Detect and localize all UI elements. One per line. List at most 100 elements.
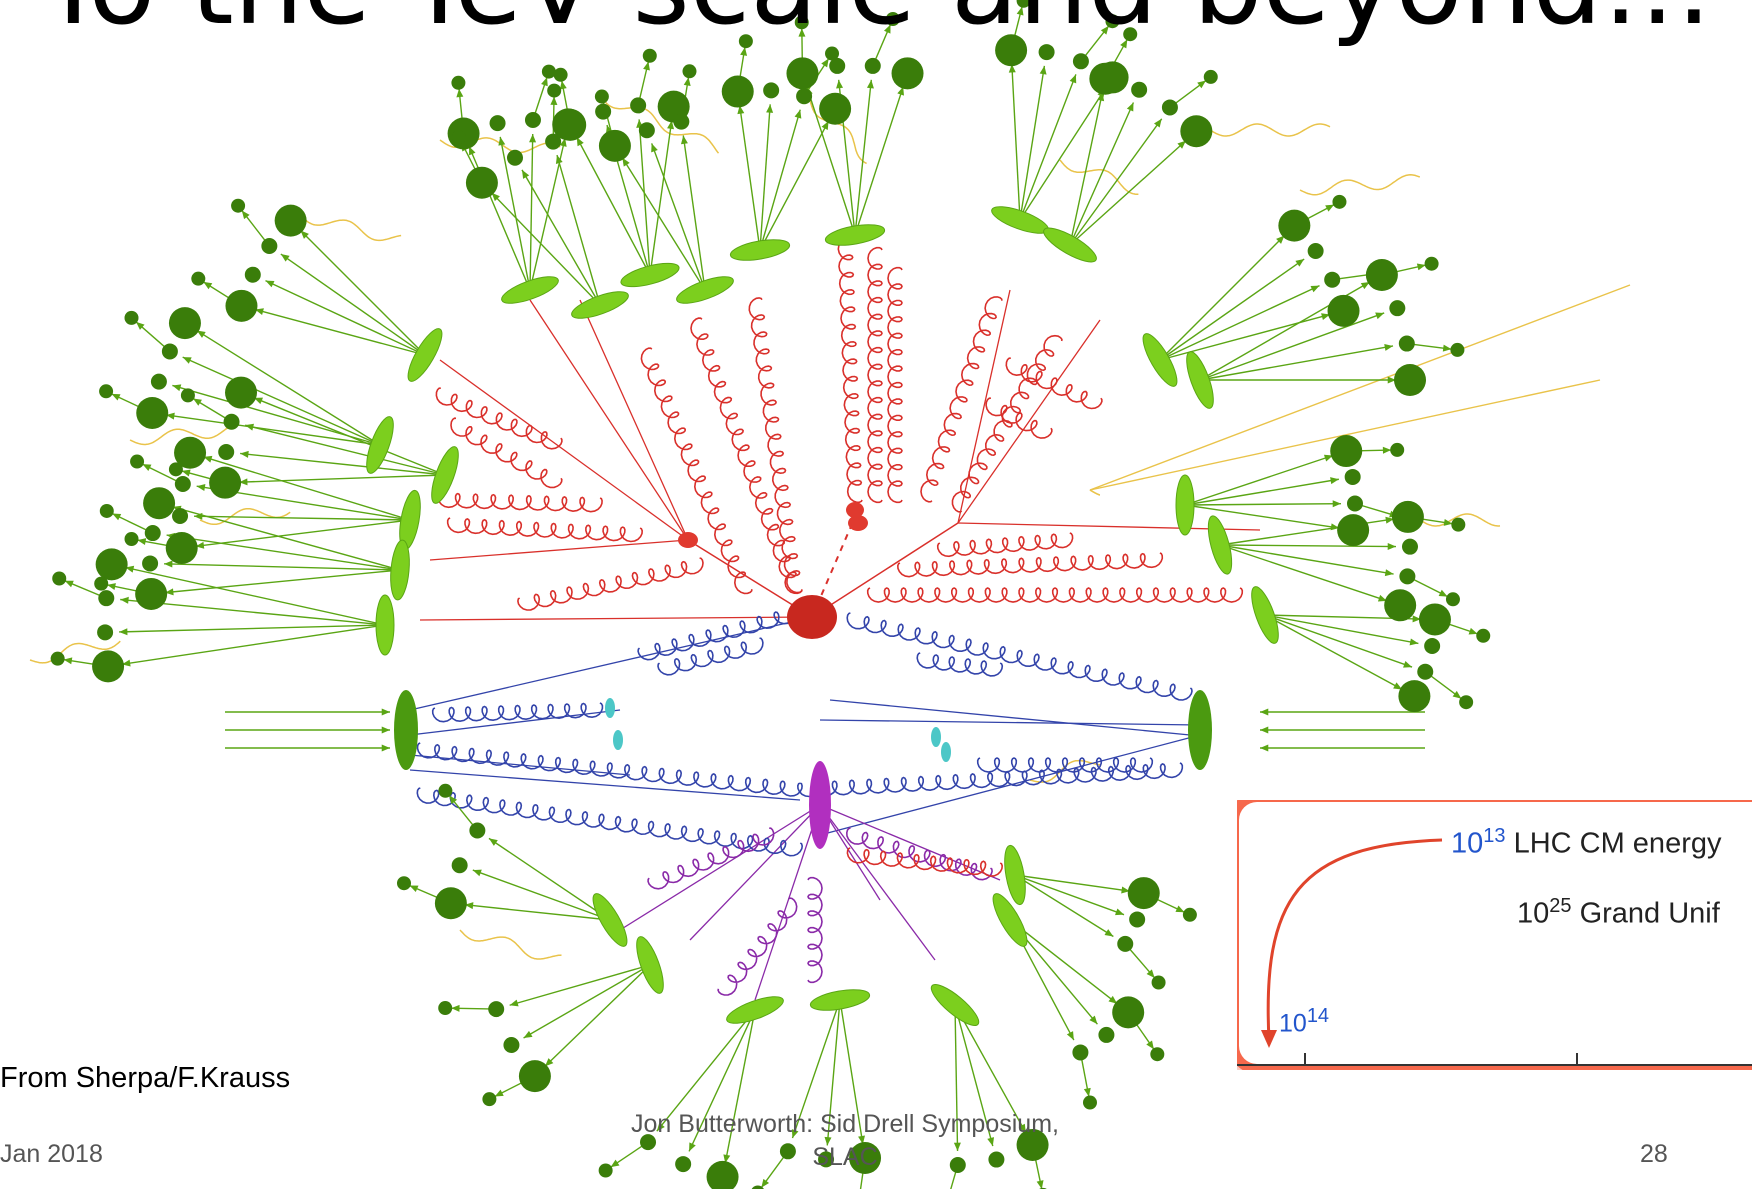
hadron-icon [136, 396, 169, 429]
arrow-head-icon [142, 464, 152, 471]
hadron-line [1159, 235, 1285, 361]
arrow-head-icon [254, 308, 264, 315]
hadron-icon [598, 129, 631, 162]
hadron-icon [503, 1037, 520, 1053]
arrow-head-icon [1066, 1031, 1074, 1041]
hadron-icon [849, 1142, 882, 1175]
hadron-line [172, 506, 401, 571]
gluon-icon [647, 827, 775, 890]
hadron-icon [825, 46, 840, 61]
arrow-head-icon [1276, 235, 1285, 244]
hadron-line [491, 192, 601, 306]
arrow-head-icon [821, 121, 829, 131]
hadron-icon [225, 376, 258, 409]
parton-line [529, 299, 689, 541]
cluster-icon [809, 989, 871, 1011]
arrow-head-icon [1008, 64, 1016, 73]
hadron-line [166, 534, 401, 571]
arrow-head-icon [491, 192, 500, 202]
gluon-icon [846, 847, 1004, 877]
cluster-icon [729, 239, 791, 261]
cluster-icon [592, 893, 628, 947]
hadron-line [649, 120, 673, 276]
mpi-line [619, 804, 821, 931]
hadron-icon [97, 624, 114, 641]
arrow-head-icon [1177, 140, 1186, 149]
hadron-line [164, 563, 401, 571]
hadron-line [529, 134, 534, 291]
arrow-head-icon [559, 137, 567, 147]
hadron-line [1184, 502, 1342, 506]
hadron-line [688, 1009, 756, 1152]
arrow-head-icon [381, 708, 390, 716]
gluon-icon [951, 334, 1063, 513]
hadron-icon [135, 577, 168, 610]
arrow-head-icon [1261, 1030, 1277, 1048]
arrow-head-icon [610, 1159, 620, 1168]
lhc-exponent: 13 [1483, 825, 1506, 847]
arrow-head-icon [544, 1058, 554, 1067]
hadron-line [656, 1009, 756, 1132]
arrow-head-icon [1384, 569, 1394, 577]
photon-icon [1089, 489, 1101, 496]
hadron-icon [451, 857, 468, 874]
arrow-head-icon [1039, 65, 1047, 75]
arrow-head-icon [494, 1089, 504, 1097]
cluster-icon [1251, 586, 1279, 644]
arrow-head-icon [798, 28, 806, 37]
arrow-head-icon [509, 999, 519, 1007]
hadron-line [1159, 258, 1305, 361]
photon-icon [1059, 159, 1139, 196]
hadron-icon [225, 289, 258, 322]
arrow-head-icon [821, 58, 829, 68]
hadron-line [523, 964, 651, 1039]
hadron-line [738, 105, 761, 251]
arrow-head-icon [136, 321, 145, 330]
hadron-line [1019, 74, 1077, 221]
arrow-head-icon [1382, 446, 1392, 454]
arrow-head-icon [107, 583, 116, 590]
hadron-icon [995, 34, 1028, 67]
arrow-head-icon [1121, 886, 1130, 894]
hadron-line [1019, 88, 1106, 221]
arrow-head-icon [451, 1004, 460, 1012]
photon-icon [299, 214, 402, 242]
arrow-head-icon [761, 1178, 770, 1188]
gluon-icon [416, 787, 804, 857]
axis-base: 10 [1279, 1009, 1307, 1038]
hadron-icon [180, 388, 195, 403]
gluon-icon [887, 266, 903, 504]
parton-line [419, 616, 813, 621]
arrow-head-icon [1115, 908, 1125, 916]
lhc-label: LHC CM energy [1513, 827, 1722, 860]
arrow-head-icon [1375, 312, 1385, 320]
arrow-head-icon [469, 146, 476, 156]
arrow-head-icon [1260, 744, 1269, 752]
arrow-head-icon [667, 120, 675, 130]
mpi-line [754, 804, 821, 1001]
gluon-icon [717, 897, 798, 996]
arrow-head-icon [1438, 589, 1448, 597]
cluster-icon [366, 416, 394, 474]
arrow-head-icon [1330, 477, 1339, 485]
hadron-line [120, 598, 386, 626]
arrow-head-icon [1323, 454, 1333, 462]
arrow-head-icon [529, 134, 537, 143]
hadrons [50, 0, 1491, 1189]
hadron-icon [595, 103, 612, 120]
arrow-head-icon [280, 254, 290, 262]
gluon-icon [845, 827, 993, 881]
hadron-line [194, 515, 411, 521]
hadron-line [759, 104, 771, 251]
hadron-icon [52, 571, 67, 586]
hadron-icon [518, 1060, 551, 1093]
hadron-icon [274, 204, 307, 237]
hadron-line [166, 414, 381, 446]
curved-arrow [1266, 838, 1443, 1041]
arrow-head-icon [1153, 118, 1162, 128]
hadron-line [650, 143, 706, 291]
arrow-head-icon [689, 1142, 696, 1152]
arrow-head-icon [523, 1030, 533, 1038]
figure-credit: From Sherpa/F.Krauss [0, 1062, 291, 1094]
hadron-line [854, 79, 873, 236]
